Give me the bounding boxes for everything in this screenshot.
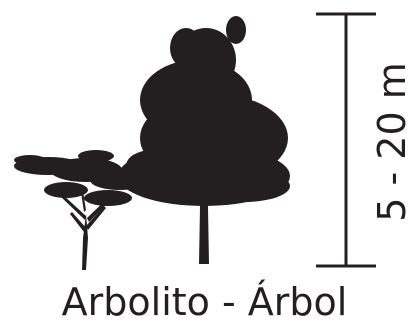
large-tree-icon [118,16,290,264]
caption: Arbolito - Árbol [0,280,409,324]
height-scale-bar [316,14,376,266]
height-scale-label: 5 - 20 m [372,62,409,222]
